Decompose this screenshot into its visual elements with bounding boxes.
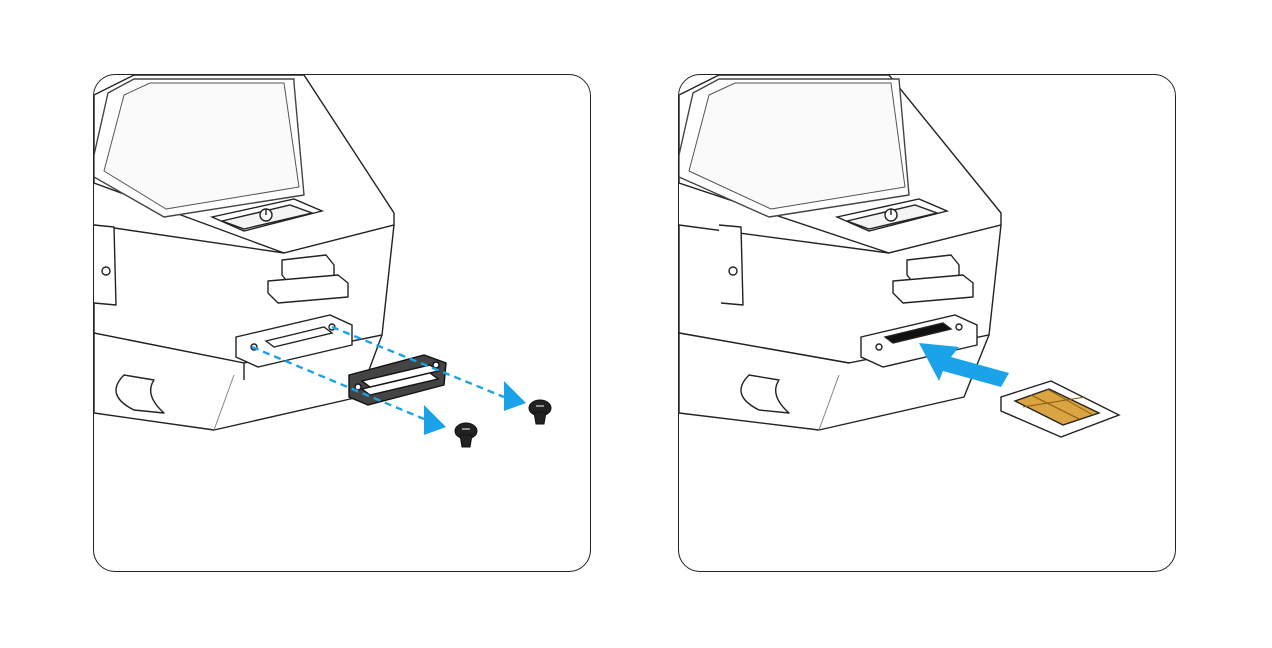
insert-sim-illustration (679, 75, 1121, 438)
power-button-icon (209, 198, 325, 232)
power-button-icon (834, 198, 950, 232)
sim-slot (860, 314, 978, 368)
screw-icon (528, 399, 552, 425)
sim-card-icon (1000, 380, 1121, 438)
device-body (679, 75, 1002, 431)
arrow-right-icon (424, 405, 446, 435)
removal-arrows (251, 325, 505, 421)
step-panel-remove-cover (93, 74, 591, 572)
arrow-right-icon (504, 381, 526, 411)
step-panel-insert-sim (678, 74, 1176, 572)
screw-icon (454, 422, 478, 448)
remove-cover-illustration (94, 75, 552, 448)
sim-cover (348, 354, 447, 406)
arrow-right-icon (919, 343, 1009, 387)
arrow-heads (424, 381, 526, 435)
